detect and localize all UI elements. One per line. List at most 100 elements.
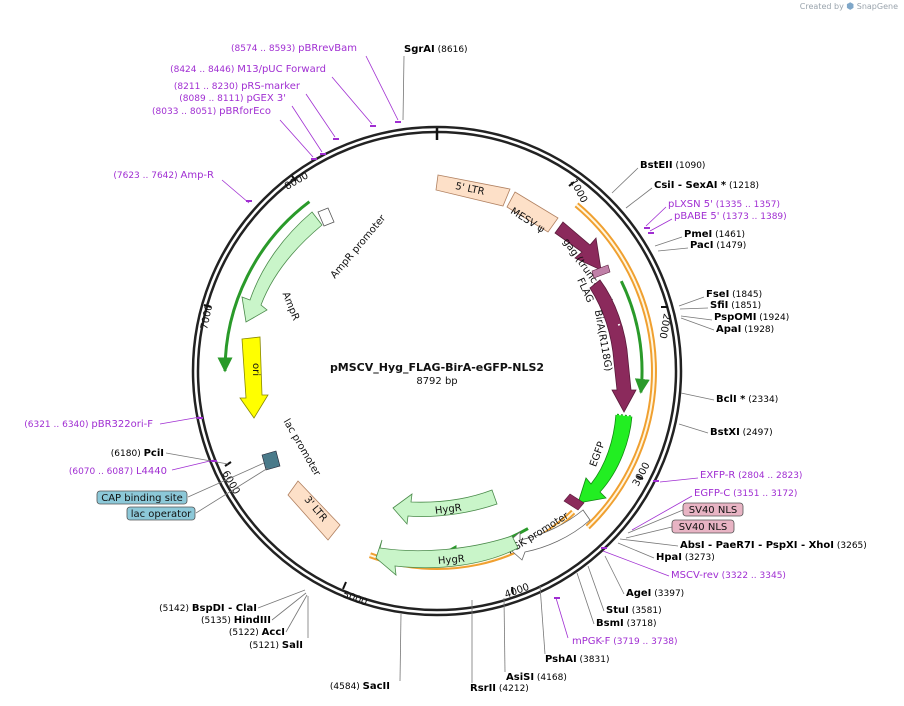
ltr3-feature[interactable] bbox=[287, 480, 341, 541]
enzyme-hpai-name: HpaI bbox=[656, 552, 682, 563]
leader-line bbox=[305, 93, 336, 138]
leader-line bbox=[331, 76, 373, 125]
primer-prs-name: pRS-marker bbox=[241, 81, 301, 92]
primer-pbrforeco[interactable]: (8033 .. 8051) pBRforEco bbox=[152, 106, 271, 117]
primer-prs[interactable]: (8211 .. 8230) pRS-marker bbox=[174, 81, 301, 92]
primer-mscvrev-name: MSCV-rev bbox=[671, 570, 719, 581]
enzyme-bstxi[interactable]: BstXI (2497) bbox=[710, 427, 773, 438]
enzyme-acci[interactable]: (5122) AccI bbox=[229, 627, 285, 638]
leader-line bbox=[680, 315, 713, 321]
enzyme-rsrii[interactable]: RsrII (4212) bbox=[470, 683, 529, 694]
enzyme-bcli-name: BclI * bbox=[716, 394, 746, 405]
mesv-feature[interactable] bbox=[506, 191, 559, 233]
enzyme-apai-pos: (1928) bbox=[741, 325, 774, 335]
box-sv40b[interactable] bbox=[671, 519, 735, 534]
leader-line bbox=[604, 555, 625, 595]
hygr-feature[interactable] bbox=[375, 535, 519, 576]
box-cap[interactable] bbox=[96, 490, 188, 505]
primer-mscvrev[interactable]: MSCV-rev (3322 .. 3345) bbox=[671, 570, 786, 581]
leader-line bbox=[627, 509, 684, 534]
hygr-part2-feature[interactable] bbox=[392, 489, 498, 525]
enzyme-pcii[interactable]: (6180) PciI bbox=[111, 448, 164, 459]
enzyme-sacii-pos: (4584) bbox=[330, 682, 363, 692]
lac-feature[interactable] bbox=[261, 450, 281, 471]
backbone-tick-4 bbox=[342, 581, 347, 590]
enzyme-absi[interactable]: AbsI - PaeR7I - PspXI - XhoI (3265) bbox=[680, 540, 867, 551]
enzyme-pshai-name: PshAI bbox=[545, 654, 577, 665]
enzyme-csii[interactable]: CsiI - SexAI * (1218) bbox=[654, 180, 759, 191]
enzyme-bsmi-pos: (3718) bbox=[624, 619, 657, 629]
ltr5-feature[interactable] bbox=[435, 174, 511, 207]
enzyme-paci[interactable]: PacI (1479) bbox=[690, 240, 746, 251]
ori-feature[interactable] bbox=[239, 336, 269, 419]
enzyme-pspomi[interactable]: PspOMI (1924) bbox=[714, 312, 789, 323]
primer-exfp-pos: (2804 .. 2823) bbox=[735, 471, 802, 481]
enzyme-sali[interactable]: (5121) SalI bbox=[249, 640, 303, 651]
primer-m13-pos: (8424 .. 8446) bbox=[170, 65, 237, 75]
primer-exfp[interactable]: EXFP-R (2804 .. 2823) bbox=[700, 470, 802, 481]
primer-pbr322-pos: (6321 .. 6340) bbox=[24, 420, 91, 430]
primer-pgex3[interactable]: (8089 .. 8111) pGEX 3' bbox=[179, 93, 286, 104]
enzyme-sacii[interactable]: (4584) SacII bbox=[330, 681, 390, 692]
enzyme-bstxi-name: BstXI bbox=[710, 427, 740, 438]
enzyme-bcli[interactable]: BclI * (2334) bbox=[716, 394, 778, 405]
enzyme-bsmi-name: BsmI bbox=[596, 618, 624, 629]
primer-plxsn[interactable]: pLXSN 5' (1335 .. 1357) bbox=[668, 199, 780, 210]
enzyme-hindiii[interactable]: (5135) HindIII bbox=[201, 615, 271, 626]
box-lacop[interactable] bbox=[126, 506, 196, 521]
primer-egfpc[interactable]: EGFP-C (3151 .. 3172) bbox=[694, 488, 797, 499]
enzyme-pshai[interactable]: PshAI (3831) bbox=[545, 654, 609, 665]
enzyme-fsei[interactable]: FseI (1845) bbox=[706, 289, 762, 300]
enzyme-pmei[interactable]: PmeI (1461) bbox=[684, 229, 745, 240]
enzyme-sfii-pos: (1851) bbox=[728, 301, 761, 311]
enzyme-asisi-name: AsiSI bbox=[506, 672, 534, 683]
enzyme-bsteii[interactable]: BstEII (1090) bbox=[640, 160, 705, 171]
leader-line bbox=[619, 538, 679, 547]
box-sv40b-label: SV40 NLS bbox=[679, 522, 728, 533]
enzyme-bspdi[interactable]: (5142) BspDI - ClaI bbox=[159, 603, 257, 614]
backbone-outer bbox=[191, 125, 683, 617]
enzyme-hpai[interactable]: HpaI (3273) bbox=[656, 552, 715, 563]
leader-line bbox=[680, 392, 715, 401]
primer-ampr[interactable]: (7623 .. 7642) Amp-R bbox=[113, 170, 214, 181]
leader-line bbox=[257, 589, 306, 609]
primer-pbabe-pos: (1373 .. 1389) bbox=[720, 212, 787, 222]
gag-feature[interactable] bbox=[554, 221, 602, 271]
egfp-feature[interactable] bbox=[577, 413, 633, 504]
box-sv40a[interactable] bbox=[682, 502, 744, 517]
primer-pbr322[interactable]: (6321 .. 6340) pBR322ori-F bbox=[24, 419, 153, 430]
primer-l4440-pos: (6070 .. 6087) bbox=[69, 467, 136, 477]
pgk-feature[interactable] bbox=[504, 509, 591, 561]
enzyme-sfii[interactable]: SfiI (1851) bbox=[710, 300, 761, 311]
enzyme-asisi-pos: (4168) bbox=[534, 673, 567, 683]
enzyme-stui-pos: (3581) bbox=[629, 606, 662, 616]
ampr-feature[interactable] bbox=[241, 211, 323, 323]
leader-line bbox=[503, 597, 506, 673]
enzyme-agei-name: AgeI bbox=[626, 588, 651, 599]
leader-line bbox=[625, 187, 653, 209]
leader-line bbox=[678, 423, 709, 434]
bira-feature[interactable] bbox=[589, 279, 637, 413]
flag-feature[interactable] bbox=[591, 264, 611, 279]
primer-pbabe[interactable]: pBABE 5' (1373 .. 1389) bbox=[674, 211, 787, 222]
enzyme-asisi[interactable]: AsiSI (4168) bbox=[506, 672, 567, 683]
primer-mpgkf[interactable]: mPGK-F (3719 .. 3738) bbox=[572, 636, 678, 647]
enzyme-stui-name: StuI bbox=[606, 605, 629, 616]
primer-pbrrevbam-pos: (8574 .. 8593) bbox=[231, 44, 298, 54]
enzyme-absi-name: AbsI - PaeR7I - PspXI - XhoI bbox=[680, 540, 834, 551]
enzyme-paci-name: PacI bbox=[690, 240, 713, 251]
primer-l4440[interactable]: (6070 .. 6087) L4440 bbox=[69, 466, 167, 477]
enzyme-sgrai[interactable]: SgrAI (8616) bbox=[404, 44, 468, 55]
leader-line bbox=[659, 477, 699, 483]
primer-m13[interactable]: (8424 .. 8446) M13/pUC Forward bbox=[170, 64, 326, 75]
amprp-feature[interactable] bbox=[317, 207, 335, 227]
backbone-tick-7 bbox=[291, 175, 297, 182]
primer-pbrrevbam[interactable]: (8574 .. 8593) pBRrevBam bbox=[231, 43, 357, 54]
enzyme-apai[interactable]: ApaI (1928) bbox=[716, 324, 774, 335]
enzyme-bsmi[interactable]: BsmI (3718) bbox=[596, 618, 657, 629]
enzyme-agei[interactable]: AgeI (3397) bbox=[626, 588, 684, 599]
nls-feature[interactable] bbox=[563, 493, 585, 511]
box-lacop-label: lac operator bbox=[131, 509, 192, 520]
enzyme-stui[interactable]: StuI (3581) bbox=[606, 605, 662, 616]
